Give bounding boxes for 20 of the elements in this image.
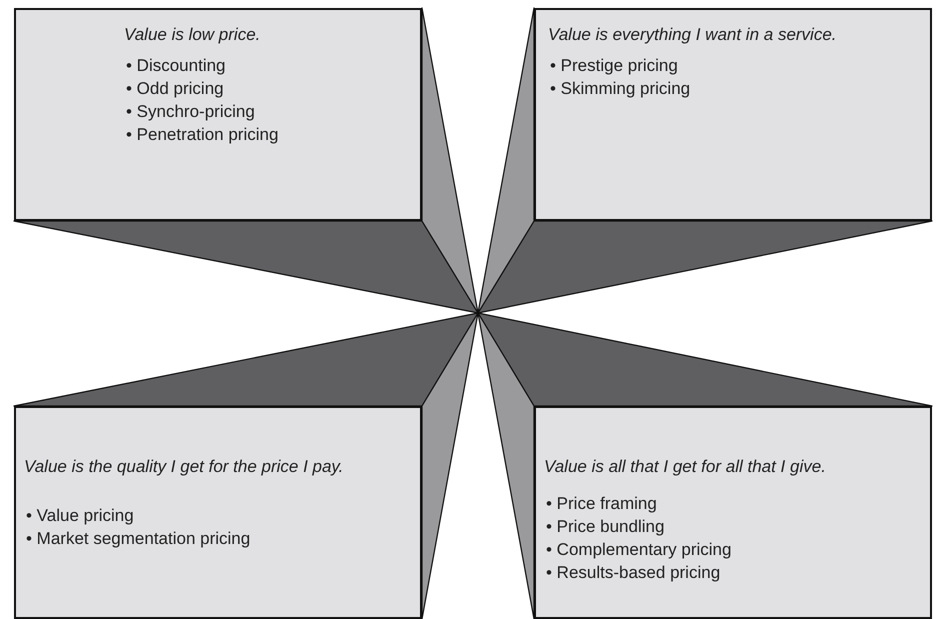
pricing-panel — [534, 8, 932, 221]
bullet-item: • Value pricing — [26, 505, 135, 527]
bullet-item: • Price framing — [546, 493, 658, 515]
bullet-item: • Synchro-pricing — [126, 101, 256, 123]
bullet-item: • Discounting — [126, 55, 227, 77]
bullet-item: • Complementary pricing — [546, 539, 732, 561]
bullet-item: • Price bundling — [546, 516, 666, 538]
bullet-item: • Results-based pricing — [546, 562, 722, 584]
panel-heading: Value is all that I get for all that I give. — [544, 456, 827, 478]
panel-heading: Value is everything I want in a service. — [548, 24, 838, 46]
bullet-item: • Market segmentation pricing — [26, 528, 250, 550]
panel-heading: Value is low price. — [124, 24, 262, 46]
panel-heading: Value is the quality I get for the price I pay. — [24, 456, 344, 478]
pricing-panel — [534, 406, 932, 619]
bullet-item: • Prestige pricing — [550, 55, 679, 77]
bullet-item: • Penetration pricing — [126, 124, 278, 146]
bullet-item: • Odd pricing — [126, 78, 225, 100]
pricing-panel — [14, 406, 422, 619]
pricing-panel — [14, 8, 422, 221]
bullet-item: • Skimming pricing — [550, 78, 690, 100]
